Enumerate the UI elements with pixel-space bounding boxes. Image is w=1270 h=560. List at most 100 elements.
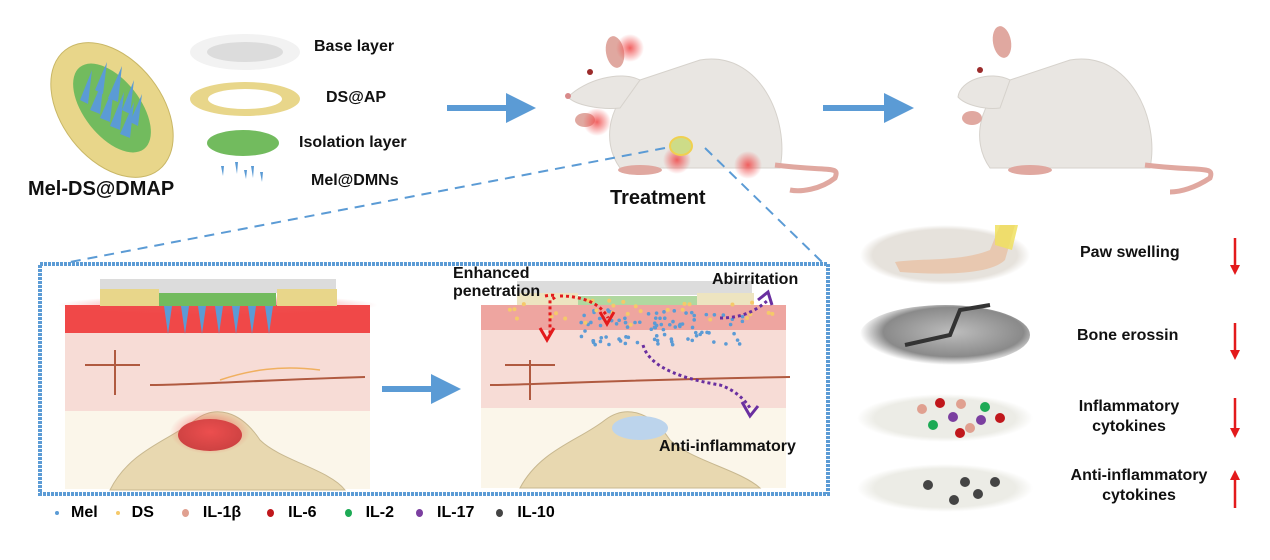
mel-particle xyxy=(690,338,695,343)
mel-particle xyxy=(721,313,726,317)
legend-item-il10: IL-10 xyxy=(496,504,555,522)
ds-particle xyxy=(512,307,517,312)
mel-particle xyxy=(649,327,654,332)
ds-dot-icon xyxy=(115,511,120,515)
mel-particle xyxy=(673,325,678,329)
ds-particle xyxy=(770,311,775,316)
il2-dot-icon xyxy=(344,509,352,517)
mel-particle xyxy=(670,342,675,347)
mel-particle xyxy=(593,342,598,347)
patch-illustration xyxy=(50,42,174,178)
mel-particle xyxy=(680,322,685,326)
cytokine-dot xyxy=(976,415,986,425)
mel-particle xyxy=(623,320,628,325)
mel-particle xyxy=(617,337,621,341)
ds-particle xyxy=(638,309,643,314)
ds-particle xyxy=(621,299,626,304)
mel-particle xyxy=(655,338,660,343)
rat-treated xyxy=(565,34,839,194)
cytokine-dot xyxy=(948,412,958,422)
ds-particle xyxy=(730,302,735,307)
ds-particle xyxy=(611,303,616,308)
legend-item-il6: IL-6 xyxy=(267,504,317,522)
mel-particle xyxy=(625,325,630,329)
mel-particle xyxy=(624,335,628,339)
mel-particle xyxy=(700,330,704,335)
ds-particle xyxy=(549,314,554,319)
skin-before-treatment xyxy=(58,279,378,491)
cytokine-dot xyxy=(995,413,1005,423)
mel-particle xyxy=(658,316,662,321)
cytokine-dot xyxy=(956,399,966,409)
outcome-label: Anti-inflammatory cytokines xyxy=(1070,467,1208,504)
mel-particle xyxy=(617,318,621,323)
mel-particle xyxy=(598,339,603,344)
ds-particle xyxy=(554,311,559,316)
mel-particle xyxy=(672,309,677,313)
mel-particle xyxy=(740,319,745,324)
mel-particle xyxy=(686,337,690,341)
mel-particle xyxy=(669,339,674,344)
ds-particle xyxy=(514,316,519,321)
mel-particles xyxy=(507,298,775,347)
mel-particle xyxy=(712,340,716,344)
layer-label-ds-ap: DS@AP xyxy=(326,89,387,106)
anti-inflammatory-label: Anti-inflammatory xyxy=(659,438,796,455)
ds-particle xyxy=(682,301,687,306)
mel-particle xyxy=(607,342,611,347)
layer-label-microneedles: Mel@DMNs xyxy=(311,172,399,189)
mel-particle xyxy=(737,342,742,346)
mel-particle xyxy=(653,316,658,320)
ds-particle xyxy=(708,317,713,322)
ds-particle xyxy=(586,298,591,303)
mel-particle xyxy=(606,308,610,312)
microneedles-shape xyxy=(221,162,263,182)
mel-particle xyxy=(597,316,602,321)
mel-particle xyxy=(656,342,660,346)
ds-particle xyxy=(607,298,612,303)
skin-after-treatment xyxy=(481,281,791,489)
legend-item-il1b: IL-1β xyxy=(181,504,241,522)
ds-particle xyxy=(628,322,633,327)
layer-label-isolation: Isolation layer xyxy=(299,134,407,151)
outcome-label: Paw swelling xyxy=(1080,244,1180,261)
mel-particle xyxy=(732,331,736,336)
legend-item-il2: IL-2 xyxy=(344,504,394,522)
arrow-down-icon xyxy=(1230,323,1240,360)
mel-particle xyxy=(614,321,619,326)
mel-particle xyxy=(579,334,584,339)
mel-particle xyxy=(633,320,637,325)
mel-particle xyxy=(652,321,657,326)
cytokine-dot xyxy=(917,404,927,414)
inflammatory-cytokine-dish xyxy=(857,394,1033,442)
arrow-up-icon xyxy=(1230,470,1240,508)
il17-dot-icon xyxy=(416,509,424,517)
legend-item-mel: Mel xyxy=(55,504,98,522)
cytokine-dot xyxy=(965,423,975,433)
mel-particle xyxy=(659,322,664,327)
ds-particle xyxy=(680,307,685,312)
cytokine-dot xyxy=(980,402,990,412)
mel-particle xyxy=(589,320,593,325)
mel-particle xyxy=(684,311,688,315)
legend-item-ds: DS xyxy=(115,504,154,522)
ds-particle xyxy=(521,302,526,307)
outcome-images xyxy=(857,225,1033,512)
cytokine-dot xyxy=(955,428,965,438)
mel-particle xyxy=(667,322,672,327)
mel-dot-icon xyxy=(55,511,59,515)
mel-particle xyxy=(740,314,745,319)
mel-particle xyxy=(637,320,642,325)
ds-particle xyxy=(625,311,630,316)
mel-particle xyxy=(724,342,728,346)
treatment-label: Treatment xyxy=(610,187,706,209)
mel-particle xyxy=(591,339,595,343)
ds-particle xyxy=(687,302,692,307)
mel-particle xyxy=(662,316,667,321)
mel-particle xyxy=(579,320,583,325)
mel-particle xyxy=(599,335,604,340)
mel-particle xyxy=(689,310,694,315)
enhanced-penetration-label: Enhanced penetration xyxy=(453,265,541,300)
patch-title: Mel-DS@DMAP xyxy=(28,178,175,200)
cytokine-dot xyxy=(935,398,945,408)
